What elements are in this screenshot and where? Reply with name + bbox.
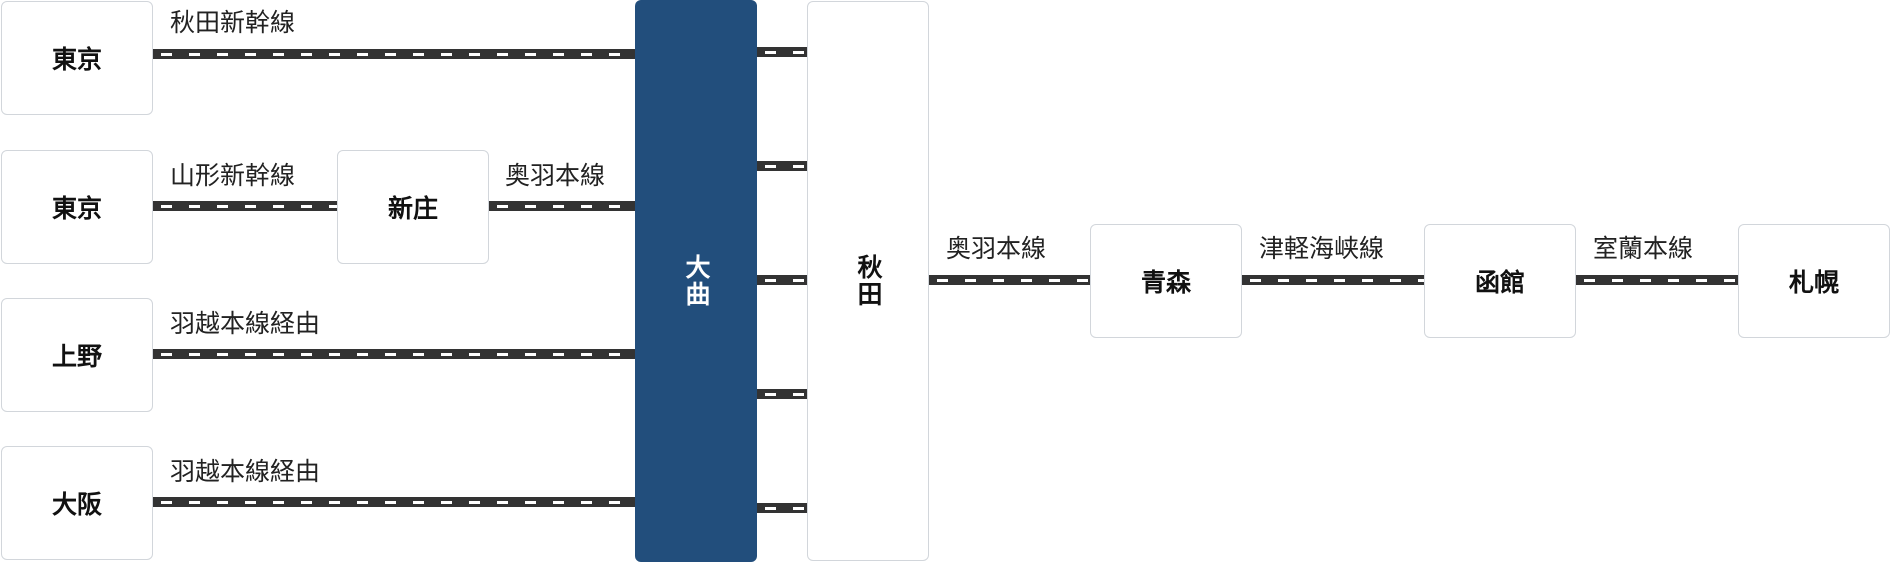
line-label-uetsu-osaka: 羽越本線経由	[170, 457, 321, 486]
track-uetsu-ueno	[153, 349, 635, 359]
station-tokyo-1: 東京	[1, 1, 153, 115]
line-label-tsugaru-kaikyo: 津軽海峡線	[1259, 234, 1385, 263]
connector-track	[757, 503, 807, 513]
line-label-akita-shinkansen: 秋田新幹線	[170, 8, 296, 37]
line-label-ou-line-aomori: 奥羽本線	[946, 234, 1047, 263]
line-label-yamagata-shinkansen: 山形新幹線	[170, 161, 296, 190]
hub-omagari: 大曲	[635, 0, 757, 562]
connector-track	[757, 275, 807, 285]
line-label-muroran: 室蘭本線	[1593, 234, 1694, 263]
hub-akita: 秋田	[807, 1, 929, 561]
line-label-ou-line-shinjo: 奥羽本線	[505, 161, 606, 190]
track-ou-line-shinjo	[489, 201, 635, 211]
station-tokyo-2: 東京	[1, 150, 153, 264]
station-aomori: 青森	[1090, 224, 1242, 338]
track-tsugaru-kaikyo	[1242, 275, 1424, 285]
track-akita-shinkansen	[153, 49, 635, 59]
station-sapporo: 札幌	[1738, 224, 1890, 338]
track-muroran	[1576, 275, 1738, 285]
connector-track	[757, 47, 807, 57]
line-label-uetsu-ueno: 羽越本線経由	[170, 309, 321, 338]
station-osaka: 大阪	[1, 446, 153, 560]
track-ou-line-aomori	[929, 275, 1090, 285]
station-hakodate: 函館	[1424, 224, 1576, 338]
station-ueno: 上野	[1, 298, 153, 412]
station-shinjo: 新庄	[337, 150, 489, 264]
track-yamagata-shinkansen	[153, 201, 337, 211]
track-uetsu-osaka	[153, 497, 635, 507]
connector-track	[757, 389, 807, 399]
connector-track	[757, 161, 807, 171]
